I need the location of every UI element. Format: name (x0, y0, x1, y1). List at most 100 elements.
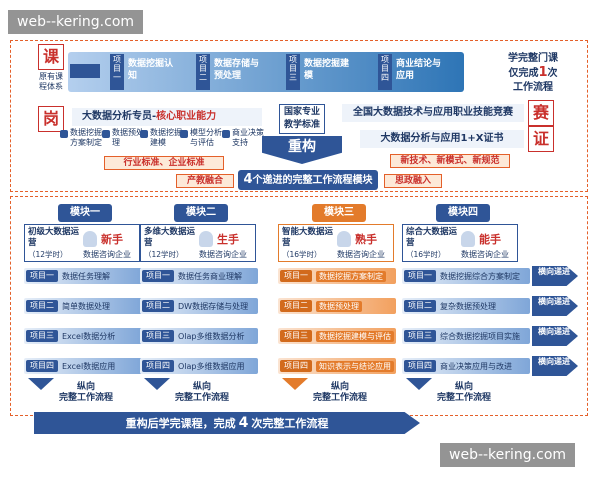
bottom-summary-num: 4 (238, 415, 249, 431)
flow-project-1: 项目一 (110, 54, 124, 90)
certificate-tag: 证 (528, 126, 554, 152)
module-company: 数据咨询企业 (199, 250, 247, 259)
task-label: 复杂数据预处理 (440, 302, 496, 311)
skill-label: 商业决策支持 (232, 128, 264, 147)
task-label: 商业决策应用与改进 (440, 362, 512, 371)
skill-icon (140, 130, 148, 138)
course-result-post: 次 (547, 68, 558, 79)
module-info-box: 初级大数据运营 （12学时） 新手 数据咨询企业 (24, 224, 140, 262)
module-banner-num: 4 (243, 172, 253, 187)
project-label: 项目二 (26, 300, 58, 312)
course-tag: 课 (38, 44, 64, 70)
project-label: 项目二 (404, 300, 436, 312)
project-label: 项目二 (280, 300, 312, 312)
module-button-1: 模块一 (58, 204, 112, 222)
new-items: 新技术、新模式、新规范 (390, 154, 510, 168)
module-level: 能手 (479, 233, 501, 246)
task-label: 数据挖掘建模与评估 (316, 331, 394, 342)
task-row: 项目二 复杂数据预处理 (402, 298, 530, 314)
watermark-bottom: web--kering.com (440, 443, 576, 467)
module-level: 熟手 (355, 233, 377, 246)
horizontal-progress-arrow: 横向递进 (532, 326, 578, 346)
competition-text: 全国大数据技术与应用职业技能竞赛 (342, 104, 524, 122)
horizontal-progress-arrow: 横向递进 (532, 266, 578, 286)
flow-project-3: 项目三 (286, 54, 300, 90)
task-label: 简单数据处理 (62, 302, 110, 311)
vertical-arrow (406, 378, 432, 390)
vertical-label-2: 完整工作流程 (174, 393, 229, 403)
module-banner-text: 个递进的完整工作流程模块 (252, 175, 373, 186)
person-icon (83, 231, 97, 247)
task-row: 项目四 Excel数据应用 (24, 358, 142, 374)
flow-label-1: 数据挖掘认知 (128, 59, 174, 81)
project-label: 项目二 (142, 300, 174, 312)
project-label: 项目一 (280, 270, 312, 282)
horizontal-progress-arrow: 横向递进 (532, 356, 578, 376)
skill-item: 商业决策支持 (222, 128, 264, 154)
person-icon (337, 231, 351, 247)
vertical-label: 纵向完整工作流程 (162, 382, 242, 404)
module-title: 综合大数据运营 (406, 227, 458, 248)
skill-label: 模型分析与评估 (190, 128, 222, 147)
skill-icon (102, 130, 110, 138)
skill-icon (60, 130, 68, 138)
module-info-box: 智能大数据运营 （16学时） 熟手 数据咨询企业 (278, 224, 394, 262)
industry-standards: 行业标准、企业标准 (104, 156, 224, 170)
task-label: 综合数据挖掘项目实施 (440, 332, 520, 341)
flow-project-4: 项目四 (378, 54, 392, 90)
module-button-4: 模块四 (436, 204, 490, 222)
skill-icon (222, 130, 230, 138)
project-label: 项目一 (404, 270, 436, 282)
task-row: 项目三 数据挖掘建模与评估 (278, 328, 396, 344)
task-row: 项目三 Excel数据分析 (24, 328, 142, 344)
vertical-label-2: 完整工作流程 (436, 393, 491, 403)
task-label: Excel数据应用 (62, 362, 116, 371)
vertical-arrow (282, 378, 308, 390)
project-label: 项目三 (280, 330, 312, 342)
project-label: 项目三 (404, 330, 436, 342)
project-label: 项目三 (142, 330, 174, 342)
flow-label-4: 商业结论与应用 (396, 59, 442, 81)
course-result-line1: 学完整门课 (508, 53, 558, 64)
vertical-arrow (144, 378, 170, 390)
module-button-2: 模块二 (174, 204, 228, 222)
skill-item: 数据预处理 (102, 128, 144, 154)
course-result-num: 1 (538, 65, 548, 80)
project-label: 项目三 (26, 330, 58, 342)
task-label: Excel数据分析 (62, 332, 116, 341)
module-title: 智能大数据运营 (282, 227, 334, 248)
job-title-core: 核心职业能力 (156, 111, 217, 122)
course-result-pre: 仅完成 (508, 68, 539, 79)
task-label: 数据任务理解 (62, 272, 110, 281)
module-title: 初级大数据运营 (28, 227, 80, 248)
module-level: 新手 (101, 233, 123, 246)
module-hours: （16学时） (282, 250, 322, 259)
ideological-integration: 思政融入 (384, 174, 442, 188)
person-icon (199, 231, 213, 247)
vertical-label: 纵向完整工作流程 (300, 382, 380, 404)
task-row: 项目一 数据任务理解 (24, 268, 142, 284)
skill-item: 数据挖掘方案制定 (60, 128, 102, 154)
vertical-label-1: 纵向 (330, 382, 349, 392)
task-row: 项目四 商业决策应用与改进 (402, 358, 530, 374)
task-row: 项目一 数据挖掘综合方案制定 (402, 268, 530, 284)
project-label: 项目四 (26, 360, 58, 372)
vertical-label-2: 完整工作流程 (312, 393, 367, 403)
job-title-pre: 大数据分析专员- (82, 111, 157, 122)
industry-education-integration: 产教融合 (176, 174, 234, 188)
existing-course-system: 原有课程体系 (39, 72, 63, 91)
project-label: 项目四 (280, 360, 312, 372)
task-row: 项目三 Olap多维数据分析 (140, 328, 258, 344)
task-row: 项目二 简单数据处理 (24, 298, 142, 314)
project-label: 项目一 (26, 270, 58, 282)
task-label: 数据任务商业理解 (178, 272, 242, 281)
course-flow-track (68, 52, 464, 92)
course-result: 学完整门课 仅完成1次 工作流程 (478, 52, 588, 95)
module-hours: （12学时） (144, 250, 184, 259)
job-title: 大数据分析专员-核心职业能力 (72, 108, 262, 126)
task-row: 项目二 数据预处理 (278, 298, 396, 314)
project-label: 项目四 (404, 360, 436, 372)
vertical-label-1: 纵向 (454, 382, 473, 392)
project-label: 项目一 (142, 270, 174, 282)
task-label: Olap多维数据分析 (178, 332, 245, 341)
